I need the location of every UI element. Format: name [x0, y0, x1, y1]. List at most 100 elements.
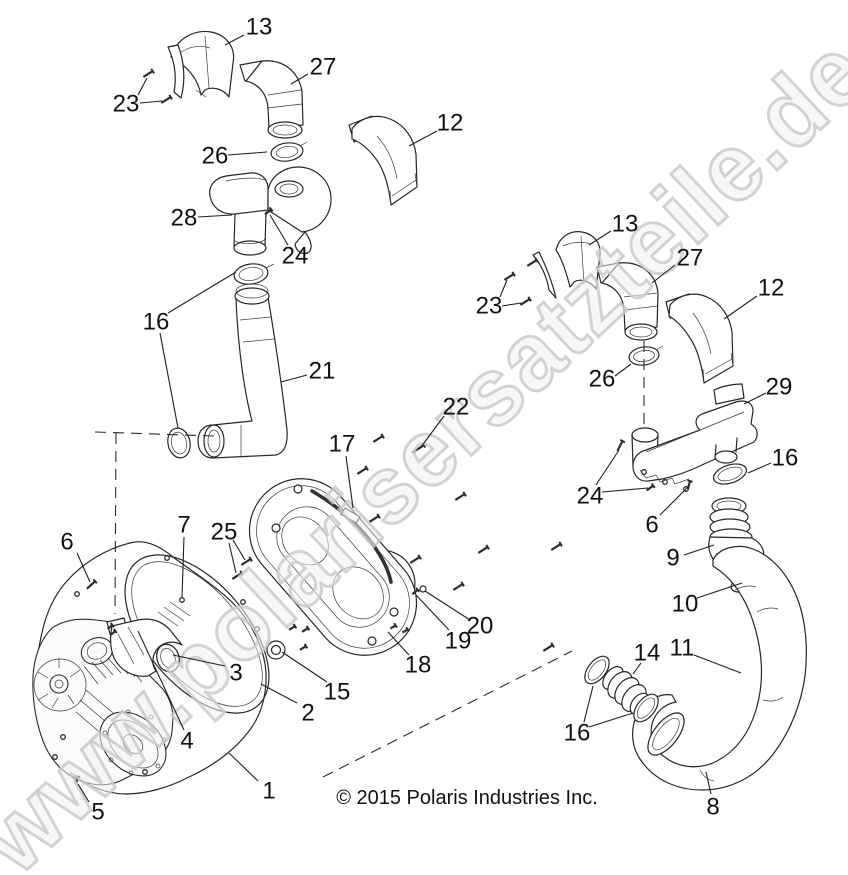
callout-label-29: 29 — [766, 374, 793, 401]
leader-line-16-left — [167, 271, 237, 314]
rivet-icon — [60, 734, 66, 740]
part-28-blower-housing — [209, 166, 332, 256]
callout-label-21: 21 — [309, 358, 336, 385]
leader-line-24-left — [269, 214, 289, 246]
screw-icon — [368, 513, 381, 523]
leader-line-15 — [281, 651, 328, 683]
screw-icon — [550, 541, 563, 551]
screw-icon — [264, 206, 274, 216]
leader-line-12-right — [723, 295, 758, 320]
screw-icon — [411, 587, 421, 596]
screw-icon — [86, 578, 98, 590]
callout-label-20: 20 — [467, 613, 494, 640]
callout-label-12-right: 12 — [758, 275, 785, 302]
screw-icon — [240, 556, 253, 566]
part-16-right-clamp — [712, 463, 748, 485]
callout-leader-lines — [76, 34, 772, 803]
leader-line-10 — [696, 582, 743, 599]
part-16-top-clamp — [233, 263, 275, 285]
part-27-left-elbow-duct — [239, 60, 304, 139]
leader-line-9 — [683, 544, 715, 556]
leader-line-19 — [415, 594, 450, 631]
callout-label-17: 17 — [329, 431, 356, 458]
construction-lines — [94, 341, 645, 778]
part-16-loose-clamp-ring — [167, 427, 191, 459]
screw-icon — [409, 554, 422, 564]
screw-icon — [288, 623, 298, 631]
callout-label-16-left: 16 — [143, 309, 170, 336]
leader-line-12-left — [408, 130, 438, 147]
leader-line-4 — [137, 630, 185, 731]
part-29-plenum — [631, 383, 758, 485]
leader-line-7 — [181, 536, 185, 598]
callout-label-12-left: 12 — [437, 110, 464, 137]
callout-label-11: 11 — [670, 635, 695, 662]
rivet-icon — [179, 597, 185, 603]
screw-icon — [526, 257, 539, 267]
callout-label-27-right: 27 — [677, 245, 704, 272]
part-11-outlet-duct — [632, 545, 807, 791]
leader-line-27-left — [290, 73, 309, 85]
leader-line-17 — [345, 455, 354, 509]
leader-line-23-right — [499, 279, 508, 298]
leader-line-29 — [743, 392, 767, 405]
callout-label-26-right: 26 — [589, 366, 616, 393]
leader-line-16-bottom — [583, 685, 594, 723]
part-12-left-arch-duct — [348, 115, 418, 206]
part-13-right-shield — [532, 231, 601, 299]
leader-line-25 — [232, 539, 246, 561]
rivet-icon — [662, 479, 668, 485]
callout-label-19: 19 — [445, 628, 472, 655]
screw-icon — [389, 622, 398, 630]
screw-icon — [477, 544, 490, 554]
copyright-text: © 2015 Polaris Industries Inc. — [336, 787, 598, 809]
callout-label-28: 28 — [171, 205, 198, 232]
leader-line-2 — [260, 683, 298, 704]
part-13-left-shield — [167, 30, 235, 99]
leader-line-25 — [228, 542, 237, 574]
leader-line-8 — [705, 771, 712, 795]
screw-icon — [646, 483, 656, 492]
rivet-icon — [254, 626, 260, 632]
rivet-icon — [641, 469, 647, 475]
fastener-icons — [52, 68, 693, 784]
leader-line-16-left — [159, 332, 179, 429]
callout-label-2: 2 — [301, 700, 314, 727]
screw-icon — [160, 94, 173, 104]
callout-label-16-bottom: 16 — [564, 720, 591, 747]
screw-icon — [356, 465, 369, 475]
part-15-washer — [266, 640, 286, 660]
screw-icon — [616, 439, 626, 452]
screw-icon — [106, 622, 115, 630]
callout-label-15: 15 — [324, 679, 351, 706]
callout-label-25: 25 — [211, 519, 238, 546]
leader-line-6-left — [76, 552, 91, 583]
screw-icon — [503, 271, 516, 281]
part-21-z-tube — [197, 283, 288, 459]
rivet-icon — [52, 754, 58, 760]
rivet-icon — [683, 486, 689, 492]
screw-icon — [542, 642, 555, 652]
callout-label-26-left: 26 — [202, 143, 229, 170]
part-26-right-clamp — [628, 345, 664, 366]
screw-icon — [109, 628, 118, 636]
part-26-left-clamp — [270, 141, 308, 162]
leader-line-18 — [387, 631, 410, 656]
screw-icon — [299, 643, 309, 651]
callout-label-24-left: 24 — [282, 243, 309, 270]
screw-icon — [519, 296, 532, 306]
leader-line-11 — [693, 654, 742, 674]
callout-label-7: 7 — [177, 512, 190, 539]
leader-line-16-bottom — [588, 712, 634, 728]
leader-line-14 — [632, 662, 642, 675]
callout-label-13-left: 13 — [246, 14, 273, 41]
leader-line-26-right — [614, 363, 632, 377]
callout-label-22: 22 — [443, 394, 470, 421]
rivet-icon — [74, 591, 80, 597]
leader-line-20 — [424, 590, 471, 621]
leader-line-23-left — [139, 100, 163, 104]
part-18-outer-cover — [248, 478, 418, 656]
callout-label-6-left: 6 — [60, 529, 73, 556]
